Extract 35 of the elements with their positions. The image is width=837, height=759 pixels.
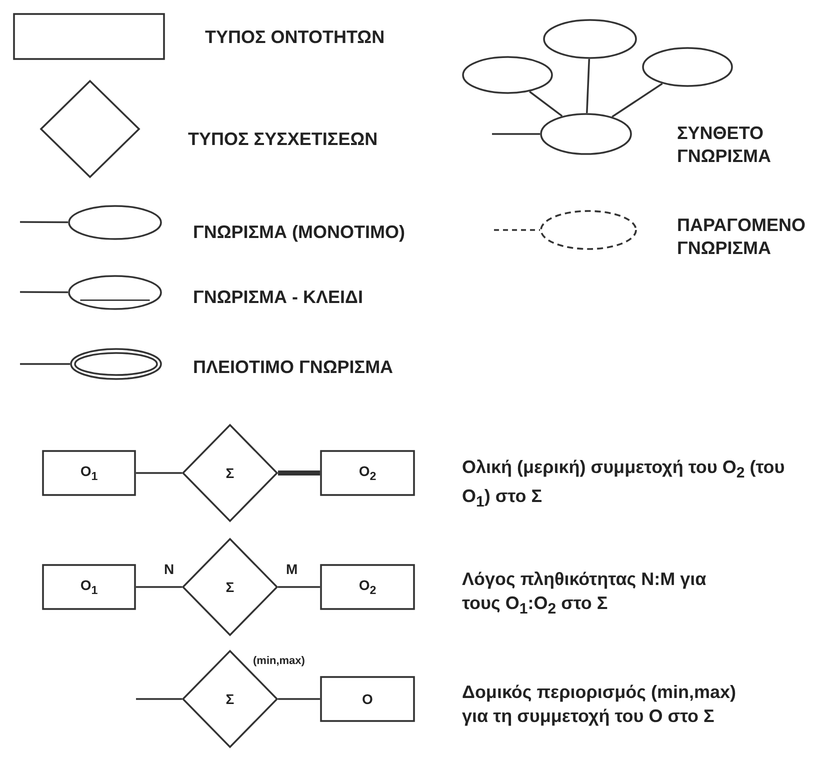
connector-line <box>20 221 68 224</box>
connector-line <box>278 470 320 476</box>
symbol-caption: ΓΝΩΡΙΣΜΑ - ΚΛΕΙΔΙ <box>193 286 364 309</box>
symbol-caption: ΤΥΠΟΣ ΟΝΤΟΤΗΤΩΝ <box>205 26 386 49</box>
connector-line <box>492 133 540 135</box>
relationship-name: Σ <box>226 579 234 595</box>
description-text: Λόγος πληθικότητας N:M για τους Ο$_{1}$:Ο$_{2}$ στο Σ <box>462 568 707 620</box>
connector-line <box>278 698 320 700</box>
entity-name: Ο$_{2}$ <box>358 463 376 483</box>
description-text: Ολική (μερική) συμμετοχή του Ο$_{2}$ (του Ο$_{1}$) στο Σ <box>462 456 786 512</box>
edge-label: M <box>285 561 299 577</box>
entity-name: Ο$_{1}$ <box>80 463 98 483</box>
edge-label: N <box>163 561 176 577</box>
connector-line <box>278 586 320 588</box>
connector-line <box>136 586 182 588</box>
symbol-caption: ΣΥΝΘΕΤΟ ΓΝΩΡΙΣΜΑ <box>677 122 772 168</box>
relationship-name: Σ <box>226 691 234 707</box>
symbol-caption: ΠΛΕΙΟΤΙΜΟ ΓΝΩΡΙΣΜΑ <box>193 356 394 379</box>
connector-line <box>136 472 182 474</box>
connector-line <box>20 291 68 294</box>
symbol-caption: ΤΥΠΟΣ ΣΥΣΧΕΤΙΣΕΩΝ <box>188 128 379 151</box>
connector-line <box>529 90 563 117</box>
connector-line <box>494 229 540 231</box>
symbol-caption: ΠΑΡΑΓΟΜΕΝΟ ΓΝΩΡΙΣΜΑ <box>677 214 806 260</box>
description-text: Δομικός περιορισμός (min,max) για τη συμμετοχή του Ο στο Σ <box>462 681 738 728</box>
connector-line <box>20 363 70 365</box>
connector-line <box>586 58 590 114</box>
symbol-caption: ΓΝΩΡΙΣΜΑ (ΜΟΝΟΤΙΜΟ) <box>193 221 406 244</box>
entity-name: Ο$_{1}$ <box>80 577 98 597</box>
relationship-name: Σ <box>226 465 234 481</box>
entity-name: Ο$_{2}$ <box>358 577 376 597</box>
entity-name: Ο <box>362 691 373 707</box>
connector-line <box>136 698 182 700</box>
connector-line <box>612 82 663 118</box>
edge-label: (min,max) <box>252 655 306 667</box>
